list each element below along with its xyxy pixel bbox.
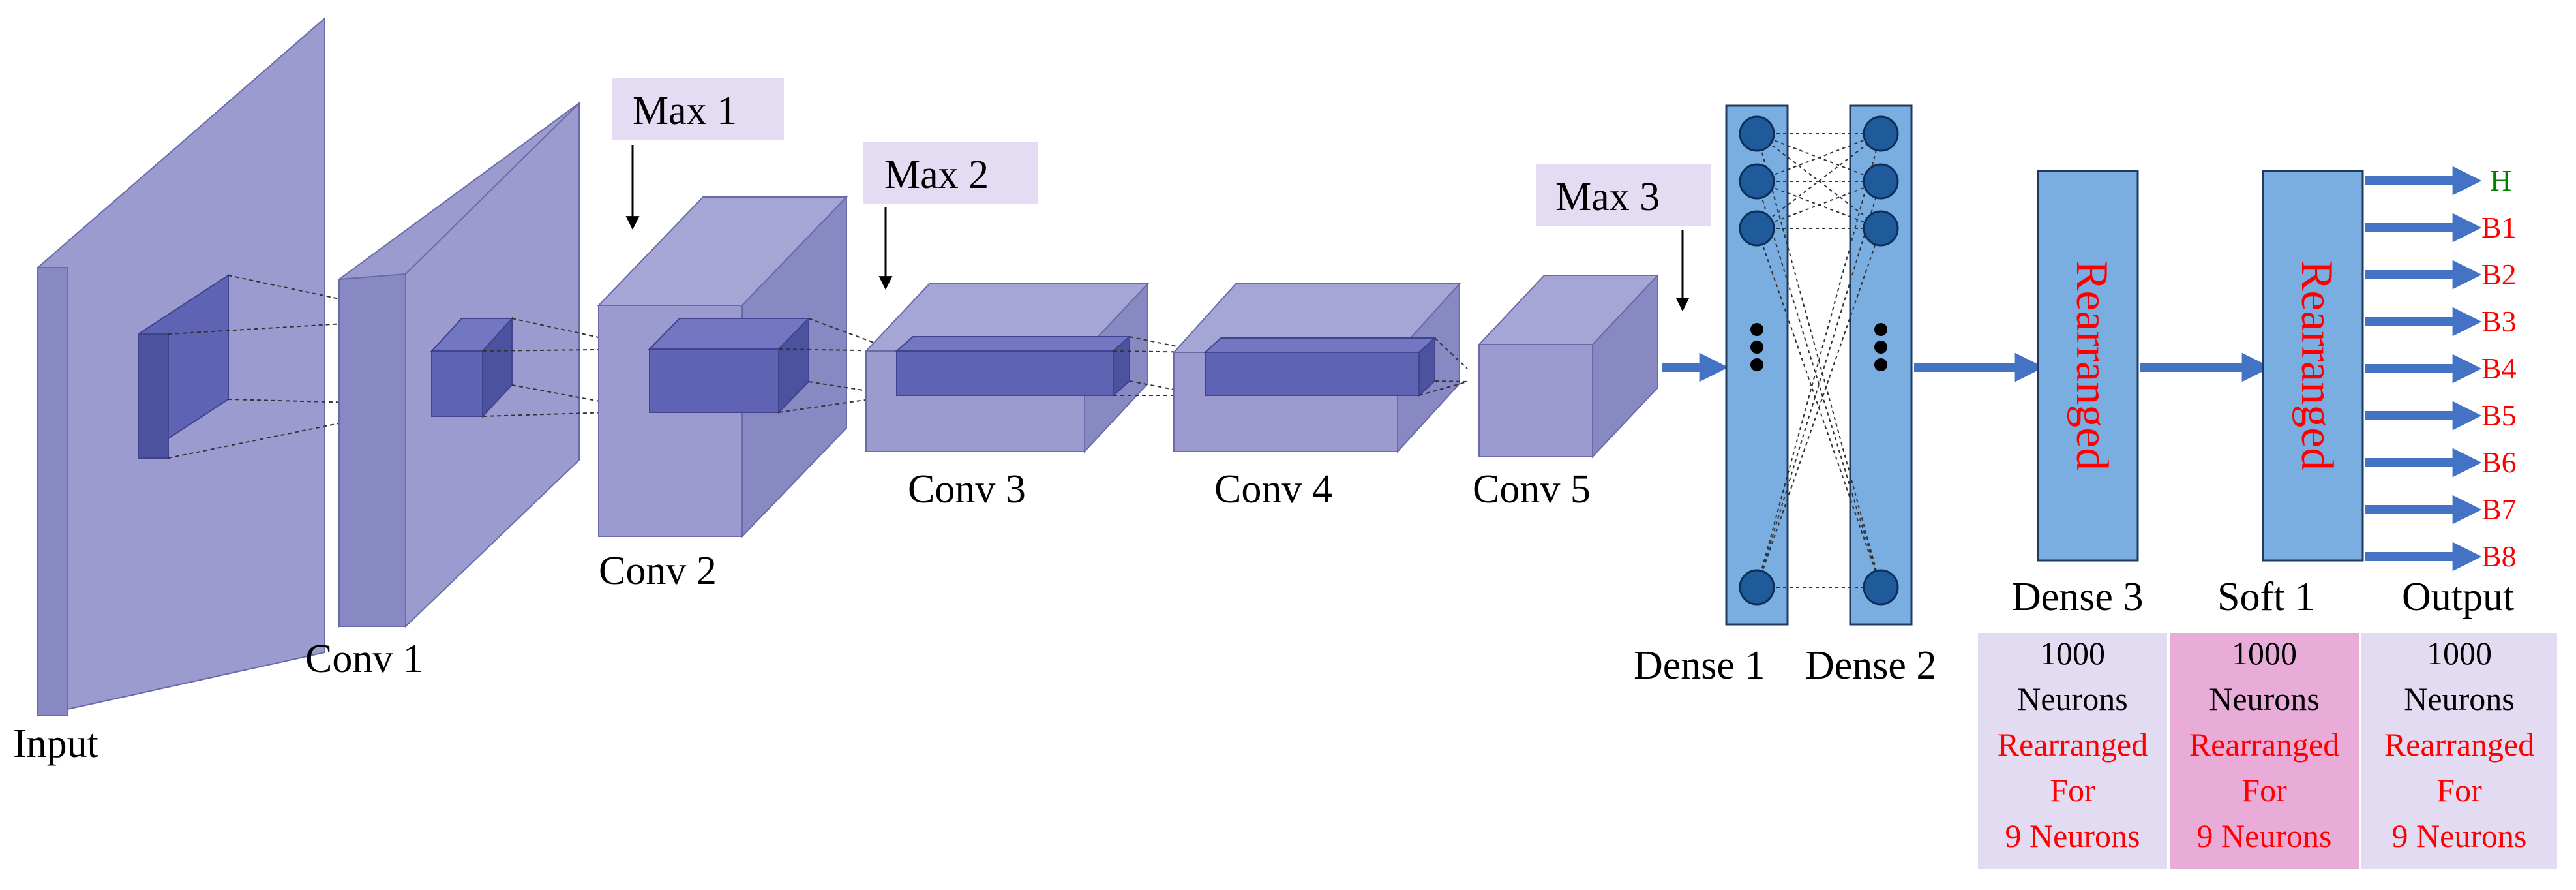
conv1-label: Conv 1 <box>305 637 423 681</box>
info-output-line5: 9 Neurons <box>2392 818 2527 854</box>
projection-lines-5 <box>1418 337 1468 396</box>
soft1-layer-block: Rearranged <box>2262 170 2364 562</box>
output-label-b1: B1 <box>2481 211 2517 244</box>
output-label-b7: B7 <box>2481 493 2517 526</box>
soft1-rearranged-label: Rearranged <box>2292 260 2342 471</box>
dense2-label: Dense 2 <box>1805 643 1936 688</box>
output-arrows <box>2365 166 2482 572</box>
output-label-b4: B4 <box>2481 352 2517 385</box>
info-soft1-line5: 9 Neurons <box>2197 818 2332 854</box>
info-output-line4: For <box>2436 772 2482 808</box>
info-output-line3: Rearranged <box>2384 726 2534 763</box>
info-soft1-line3: Rearranged <box>2189 726 2339 763</box>
output-label-h: H <box>2490 164 2511 197</box>
dense1-neuron <box>1739 115 1775 152</box>
output-labels: H B1 B2 B3 B4 B5 B6 B7 B8 <box>2481 164 2517 573</box>
conv3-label: Conv 3 <box>908 467 1026 512</box>
info-cell-soft1 <box>2170 633 2359 869</box>
max3-label: Max 3 <box>1555 175 1660 219</box>
info-soft1-line4: For <box>2241 772 2287 808</box>
info-output-line1: 1000 <box>2427 635 2492 671</box>
dense3-rearranged-label: Rearranged <box>2067 260 2117 471</box>
dense1-neuron <box>1739 210 1775 247</box>
dense1-neurons <box>1739 115 1775 606</box>
max2-label: Max 2 <box>884 153 989 197</box>
info-output-line2: Neurons <box>2404 681 2514 717</box>
dense2-neuron <box>1863 115 1899 152</box>
output-label-b6: B6 <box>2481 446 2517 479</box>
info-soft1-line1: 1000 <box>2232 635 2297 671</box>
dense1-neuron <box>1739 569 1775 606</box>
conv1-layer-block <box>338 101 580 628</box>
dense2-neuron <box>1863 569 1899 606</box>
dense1-label: Dense 1 <box>1634 643 1765 688</box>
conv5-layer-block <box>1477 273 1660 459</box>
projection-lines-2 <box>482 318 653 417</box>
info-cell-output <box>2361 633 2557 869</box>
dense1-neuron <box>1739 163 1775 200</box>
dense3-label: Dense 3 <box>2012 575 2143 619</box>
conv3-layer-block <box>864 282 1150 453</box>
info-dense3-line3: Rearranged <box>1998 726 2148 763</box>
max2-label-box: Max 2 <box>863 142 1038 204</box>
output-label-b8: B8 <box>2481 540 2517 573</box>
conv2-layer-block <box>597 195 848 538</box>
info-dense3-line1: 1000 <box>2040 635 2105 671</box>
info-dense3-line5: 9 Neurons <box>2005 818 2140 854</box>
conv4-label: Conv 4 <box>1214 467 1332 512</box>
output-label-b3: B3 <box>2481 305 2517 338</box>
conv2-label: Conv 2 <box>599 549 717 593</box>
input-layer-block <box>37 16 325 717</box>
output-label-b2: B2 <box>2481 258 2517 291</box>
input-label: Input <box>13 722 98 766</box>
info-table: 1000 Neurons Rearranged For 9 Neurons 10… <box>1978 633 2557 869</box>
max3-label-box: Max 3 <box>1536 164 1711 226</box>
dense2-neuron <box>1863 163 1899 200</box>
dense-connections <box>1756 133 1881 588</box>
dense3-layer-block: Rearranged <box>2037 170 2139 562</box>
projection-lines-4 <box>1113 336 1206 396</box>
ellipsis-dots <box>1750 323 1887 371</box>
info-dense3-line4: For <box>2050 772 2095 808</box>
conv5-label: Conv 5 <box>1473 467 1591 512</box>
output-label-b5: B5 <box>2481 399 2517 432</box>
conv4-layer-block <box>1172 282 1461 453</box>
max1-label: Max 1 <box>633 89 737 133</box>
soft1-label: Soft 1 <box>2217 575 2315 619</box>
max1-label-box: Max 1 <box>612 78 784 140</box>
dense2-neurons <box>1863 115 1899 606</box>
info-cell-dense3 <box>1978 633 2167 869</box>
output-layer-label: Output <box>2402 575 2514 619</box>
dense2-neuron <box>1863 210 1899 247</box>
info-dense3-line2: Neurons <box>2017 681 2127 717</box>
info-soft1-line2: Neurons <box>2209 681 2319 717</box>
